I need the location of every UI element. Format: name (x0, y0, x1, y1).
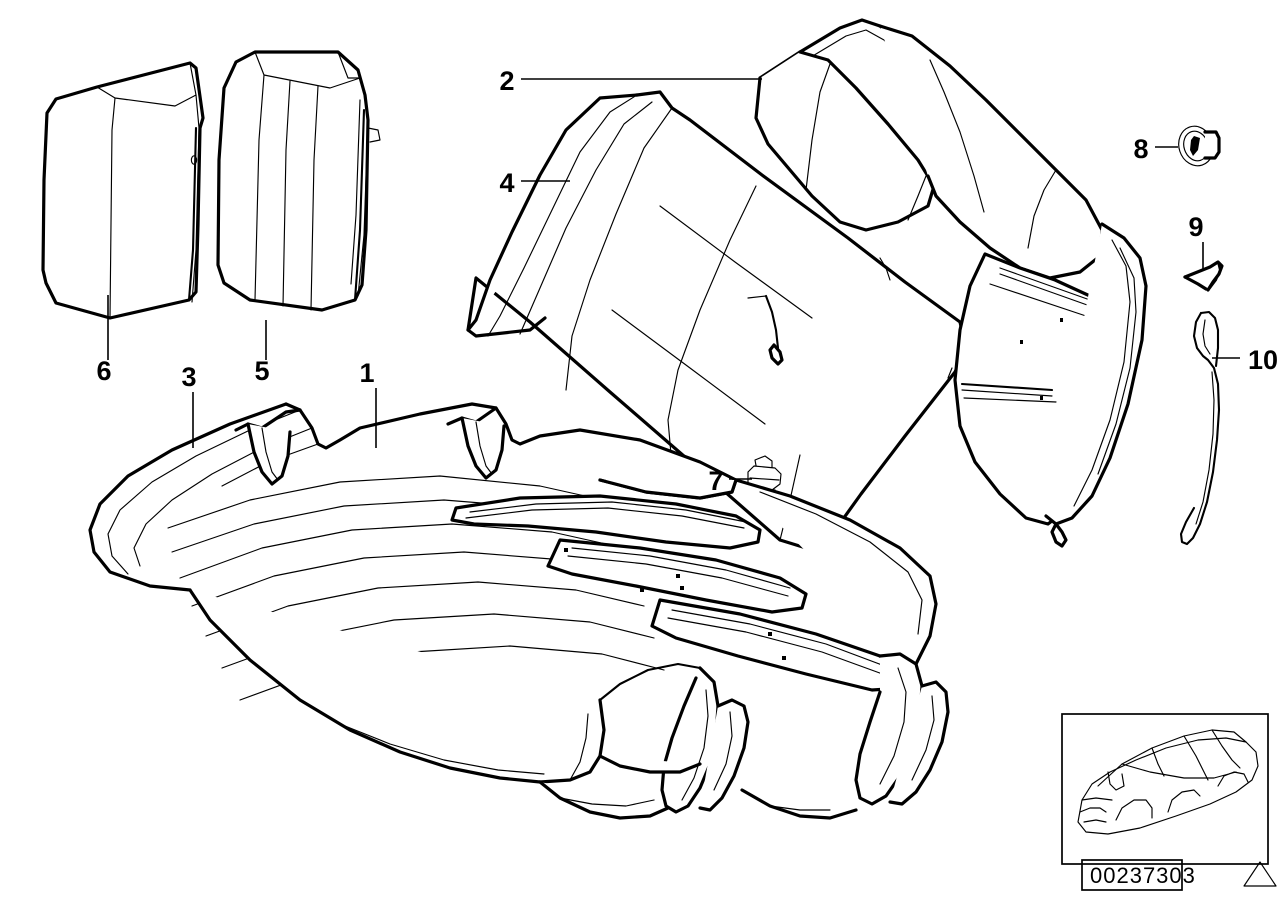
callout-number-3: 3 (181, 362, 196, 392)
part-backrest-assembly (466, 18, 1148, 550)
callout-number-1: 1 (359, 358, 374, 388)
legend-part-number: 00237303 (1090, 863, 1196, 888)
callout-number-6: 6 (96, 356, 111, 386)
callout-layer: 1 2 3 4 5 6 7 8 9 10 (96, 66, 1278, 496)
part-backrest-foam-center (41, 61, 205, 320)
callout-number-2: 2 (499, 66, 514, 96)
part-seat-cushion-assembly (88, 402, 950, 820)
callout-number-9: 9 (1188, 212, 1203, 242)
part-grommet-plug (1178, 125, 1221, 167)
callout-number-4: 4 (499, 168, 514, 198)
callout-number-7: 7 (708, 466, 723, 496)
part-retaining-strap (1179, 310, 1221, 546)
vehicle-icon (1077, 729, 1259, 835)
part-backrest-cover-center (216, 50, 381, 312)
legend-box: 00237303 (1061, 713, 1277, 891)
callout-number-10: 10 (1248, 345, 1278, 375)
callout-number-8: 8 (1133, 134, 1148, 164)
part-wire-clip (1183, 260, 1224, 292)
triangle-icon (1243, 861, 1277, 887)
callout-number-5: 5 (254, 356, 269, 386)
